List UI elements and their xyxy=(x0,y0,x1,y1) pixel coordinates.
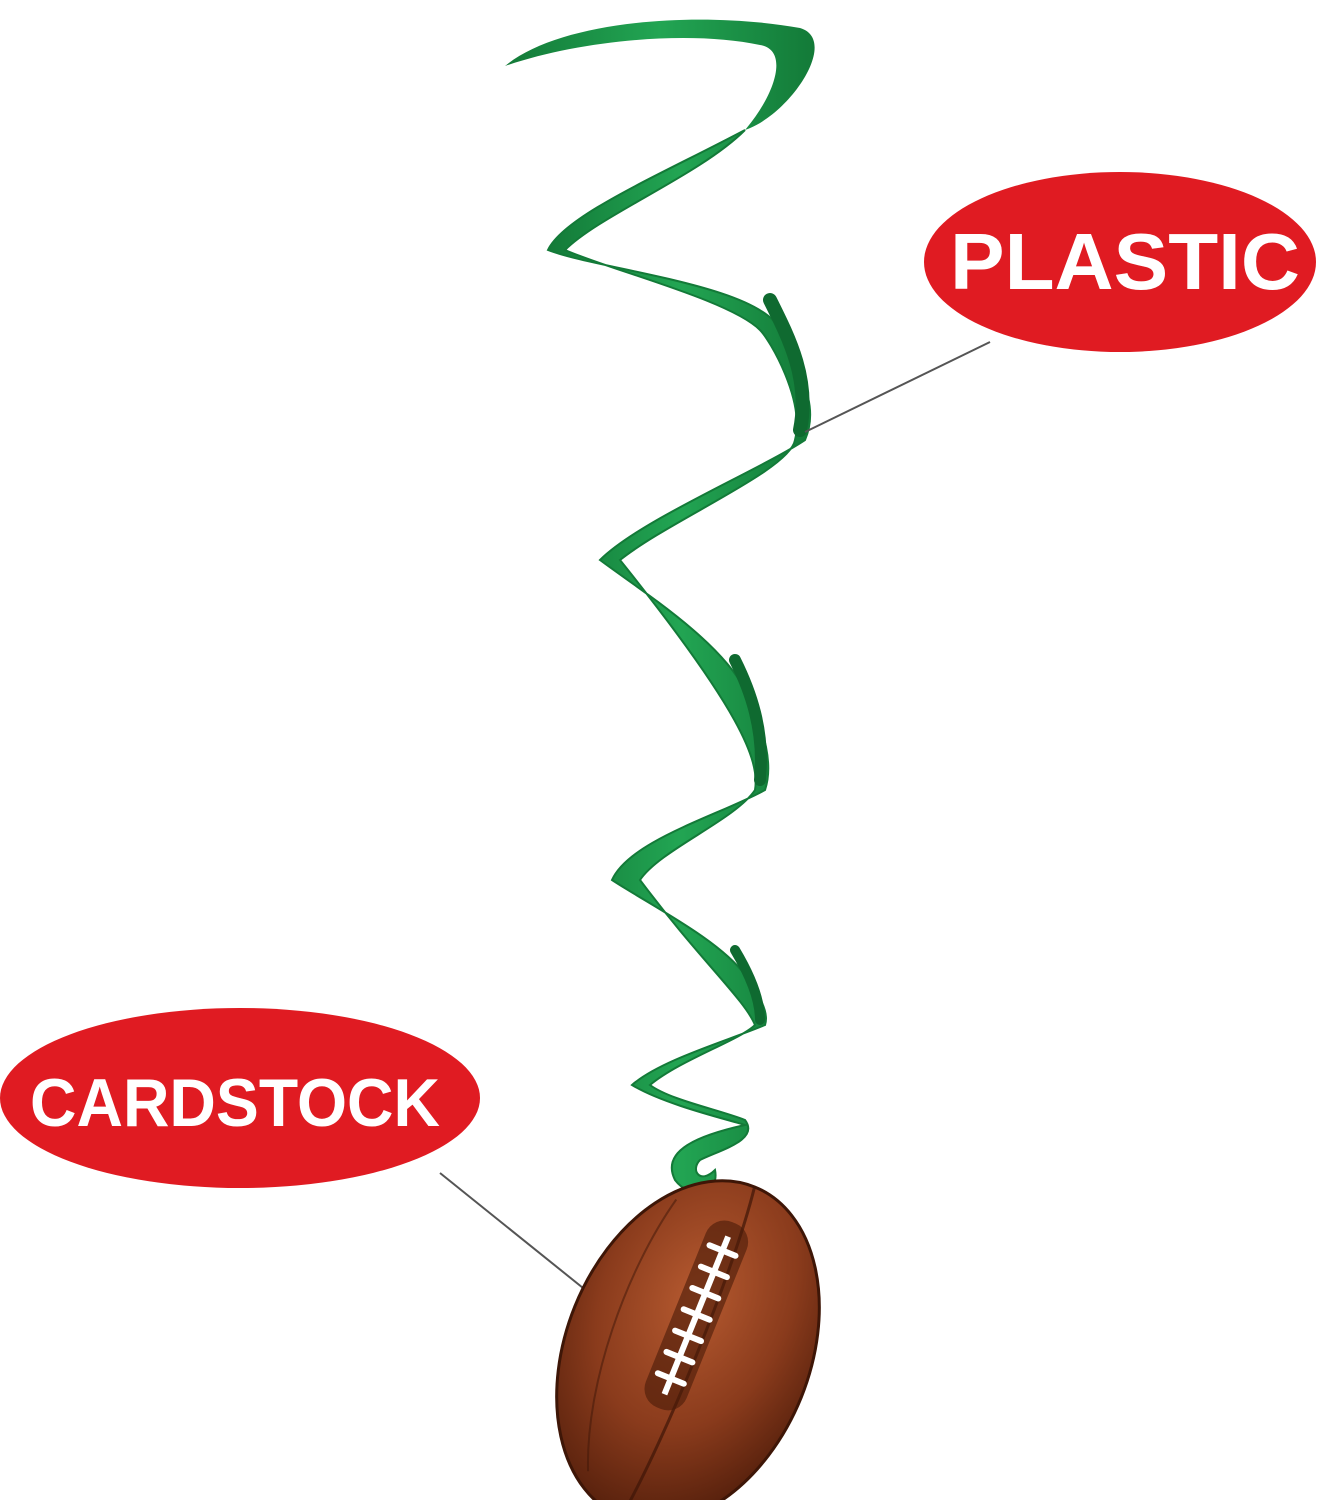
football-icon xyxy=(555,1179,821,1500)
plastic-leader-line xyxy=(804,341,991,433)
cardstock-label-text: CARDSTOCK xyxy=(30,1065,440,1141)
swirl-icon xyxy=(505,19,815,1194)
cardstock-label: CARDSTOCK xyxy=(0,1008,480,1188)
plastic-label-text: PLASTIC xyxy=(950,217,1300,306)
cardstock-leader-line xyxy=(439,1172,589,1293)
plastic-label: PLASTIC xyxy=(924,172,1316,352)
